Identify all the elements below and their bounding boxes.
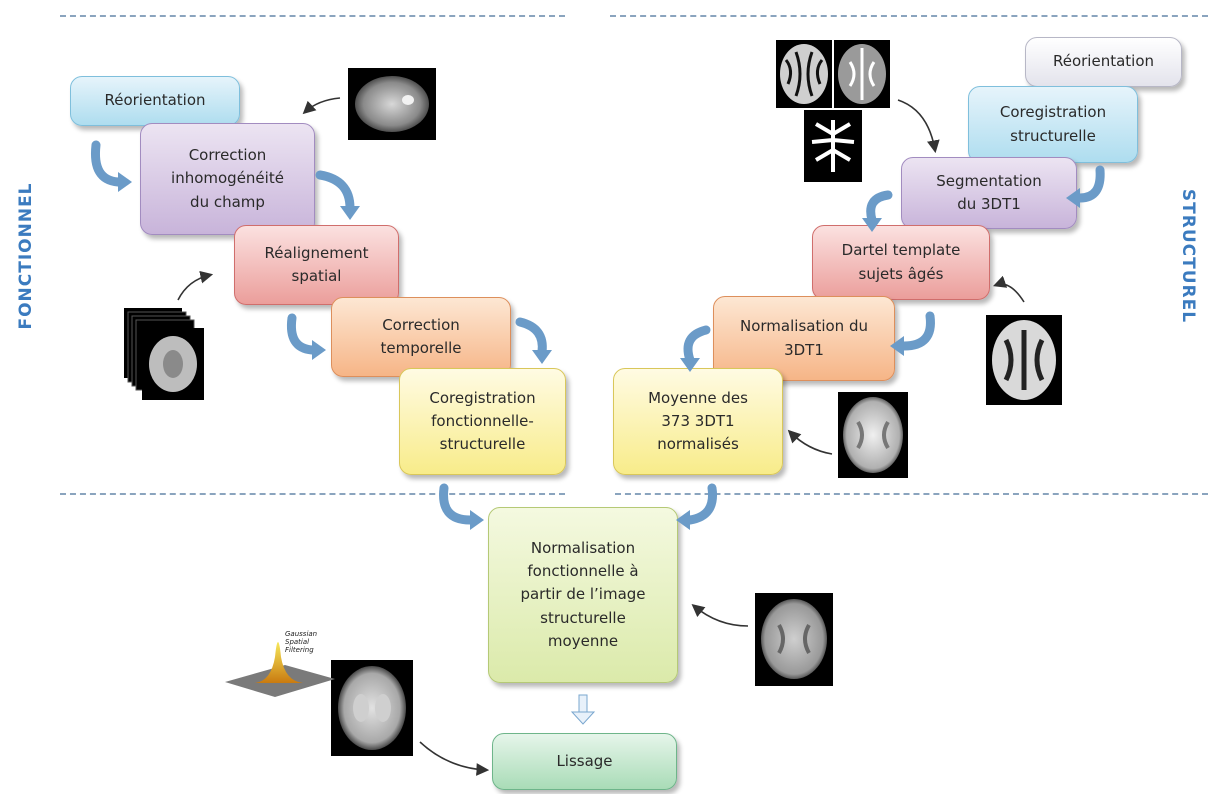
curved-arrow-icon [286, 313, 317, 355]
gaussian-peak-icon [225, 627, 335, 697]
functional-coregistration-line-1: Coregistration [429, 388, 536, 407]
dartel-template-box: Dartel template sujets âgés [812, 225, 990, 300]
segmentation-line-2: du 3DT1 [957, 195, 1021, 213]
top-left-separator [60, 15, 565, 17]
average-3dt1-box: Moyenne des 373 3DT1 normalisés [613, 368, 783, 475]
average-3dt1-line-2: 373 3DT1 [661, 411, 735, 430]
average-3dt1-line-3: normalisés [657, 435, 739, 454]
segmentation-line-1: Segmentation [936, 171, 1042, 190]
top-right-separator [610, 15, 1208, 17]
functional-coregistration-line-2: fonctionnelle- [431, 411, 534, 430]
field-correction-box: Correction inhomogénéité du champ [140, 123, 315, 235]
segmentation-box: Segmentation du 3DT1 [901, 157, 1077, 229]
functional-normalisation-line-5: moyenne [547, 631, 619, 650]
smoothing-box: Lissage [492, 733, 677, 790]
functional-reorientation-label: Réorientation [104, 91, 206, 110]
curved-arrow-icon [439, 483, 475, 525]
middle-right-separator [615, 493, 1208, 495]
middle-left-separator [60, 493, 565, 495]
field-correction-line-1: Correction [188, 146, 267, 165]
normalised-functional-brain-image [755, 593, 833, 686]
smoothing-label: Lissage [556, 751, 613, 770]
structural-normalisation-line-1: Normalisation du [740, 317, 868, 336]
average-template-brain-image [838, 392, 908, 478]
dartel-template-brain-image [986, 315, 1062, 405]
smoothed-brain-image [331, 660, 413, 756]
functional-normalisation-line-2: fonctionnelle à [527, 562, 639, 581]
curved-arrow-icon [683, 325, 711, 365]
functional-normalisation-line-1: Normalisation [530, 538, 636, 557]
curved-arrow-icon [515, 317, 547, 357]
dartel-template-line-2: sujets âgés [858, 264, 944, 283]
dartel-template-line-1: Dartel template [841, 241, 961, 260]
temporal-correction-line-2: temporelle [380, 339, 462, 357]
curved-arrow-icon [899, 311, 935, 351]
field-correction-line-2: inhomogénéité [171, 169, 284, 188]
functional-normalisation-line-3: partir de l’image [520, 585, 646, 604]
realignment-line-1: Réalignement [264, 243, 369, 262]
realignment-box: Réalignement spatial [234, 225, 399, 305]
curved-arrow-icon [90, 140, 123, 187]
structural-segmentation-brain-1 [776, 40, 832, 108]
structural-segmentation-brain-3 [804, 110, 862, 182]
curved-arrow-icon [1075, 165, 1105, 203]
average-3dt1-line-1: Moyenne des [648, 388, 748, 407]
functional-coregistration-line-3: structurelle [439, 435, 526, 454]
curved-arrow-icon [866, 190, 893, 225]
temporal-correction-box: Correction temporelle [331, 297, 511, 377]
field-correction-line-3: du champ [190, 192, 265, 211]
structural-reorientation-box: Réorientation [1025, 37, 1182, 87]
gaussian-caption-line-2: Spatial [285, 638, 310, 647]
realignment-line-2: spatial [291, 267, 342, 285]
down-arrow-icon [570, 694, 596, 725]
gaussian-filter-caption: Gaussian Spatial Filtering [285, 630, 317, 654]
curved-arrow-icon [315, 170, 355, 213]
structural-normalisation-line-2: 3DT1 [784, 340, 824, 359]
structural-coregistration-box: Coregistration structurelle [968, 86, 1138, 163]
structural-normalisation-box: Normalisation du 3DT1 [713, 296, 895, 381]
structural-reorientation-label: Réorientation [1052, 52, 1155, 71]
gaussian-caption-line-3: Filtering [285, 646, 314, 655]
structural-coregistration-line-1: Coregistration [999, 103, 1107, 122]
functional-normalisation-box: Normalisation fonctionnelle à partir de … [488, 507, 678, 683]
structural-coregistration-line-2: structurelle [1010, 126, 1096, 145]
curved-arrow-icon [685, 483, 718, 525]
structural-segmentation-brain-2 [834, 40, 890, 108]
gaussian-caption-line-1: Gaussian [285, 630, 318, 638]
functional-normalisation-line-4: structurelle [540, 608, 626, 627]
field-map-brain-image [348, 68, 436, 140]
functional-coregistration-box: Coregistration fonctionnelle- structurel… [399, 368, 566, 475]
temporal-correction-line-1: Correction [382, 315, 460, 334]
functional-volume-stack-image [124, 308, 204, 400]
